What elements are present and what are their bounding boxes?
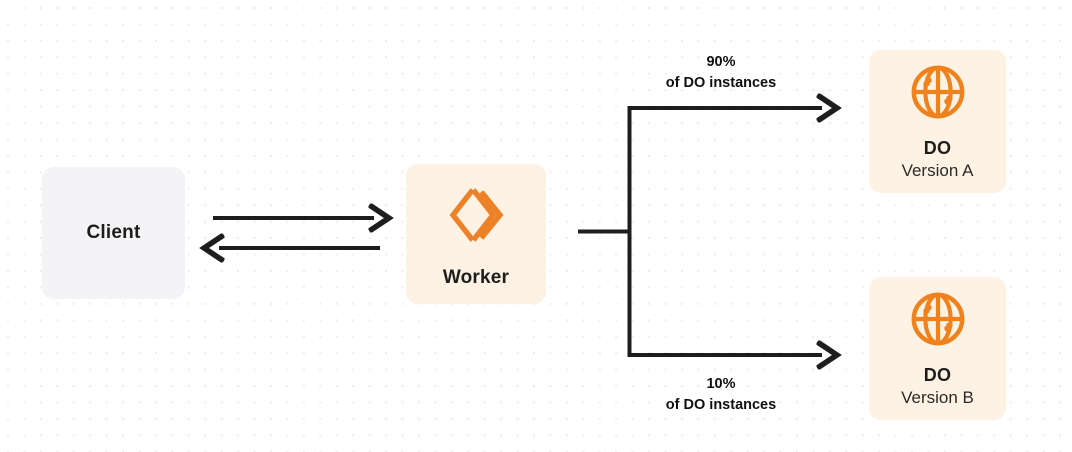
edge-label-do-a: 90% of DO instances: [656, 52, 786, 94]
node-worker[interactable]: Worker: [406, 164, 546, 304]
globe-icon: [909, 290, 967, 353]
node-do-a-title: DO: [923, 138, 952, 159]
node-do-version-a[interactable]: DO Version A: [869, 50, 1006, 193]
node-do-b-subtitle: Version B: [901, 387, 974, 407]
edge-label-do-a-detail: of DO instances: [665, 75, 777, 92]
node-worker-title: Worker: [442, 266, 510, 288]
node-do-version-b[interactable]: DO Version B: [869, 277, 1006, 420]
node-do-a-subtitle: Version A: [901, 160, 974, 180]
edge-worker-fork-stub: [578, 106, 632, 357]
node-client-title: Client: [86, 222, 141, 243]
edge-label-do-b: 10% of DO instances: [656, 374, 786, 416]
globe-icon: [909, 63, 967, 126]
edge-label-do-a-percent: 90%: [706, 54, 736, 70]
edge-label-do-b-detail: of DO instances: [665, 397, 777, 414]
cloudflare-workers-icon: [445, 184, 507, 251]
edge-label-do-b-percent: 10%: [706, 376, 736, 392]
node-do-b-title: DO: [923, 365, 952, 386]
node-client[interactable]: Client: [42, 167, 185, 299]
